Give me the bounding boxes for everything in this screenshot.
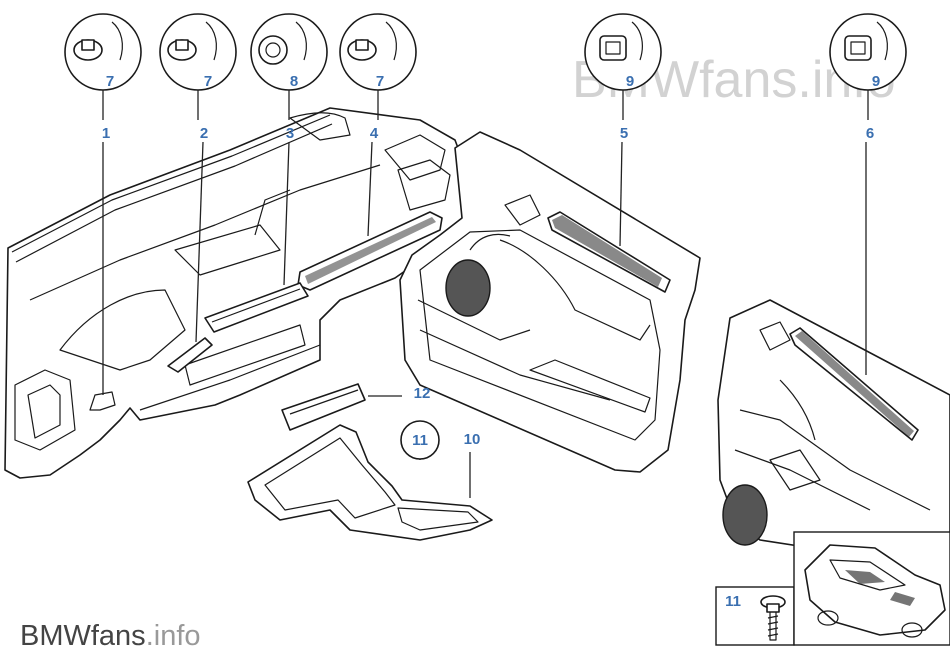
detail-circle-7a	[64, 13, 142, 91]
detail-circle-9a	[584, 13, 662, 91]
callout-6: 6	[866, 125, 874, 142]
leader-lines	[102, 90, 869, 498]
callout-10: 10	[464, 431, 481, 448]
callout-7c: 7	[376, 73, 384, 90]
callout-8: 8	[290, 73, 298, 90]
callout-9b: 9	[872, 73, 880, 90]
dashboard	[4, 107, 471, 479]
callout-9a: 9	[626, 73, 634, 90]
svg-text:11: 11	[412, 432, 428, 449]
inset-screw-box: 11	[715, 586, 795, 646]
watermark-bottom: BMWfans.info	[20, 620, 201, 652]
callout-2: 2	[200, 125, 208, 142]
detail-circle-7c	[339, 13, 417, 91]
trim-panel-12	[281, 383, 366, 431]
svg-text:BMWfans.info: BMWfans.info	[20, 620, 201, 652]
callout-12: 12	[414, 385, 431, 402]
callout-3: 3	[286, 125, 294, 142]
callout-7a: 7	[106, 73, 114, 90]
callout-1: 1	[102, 125, 110, 142]
front-door-panel	[399, 131, 701, 473]
rear-door-panel	[717, 299, 950, 561]
console-trim-10	[247, 424, 493, 541]
callout-labels: 7 7 8 7 9 9 1 2 3 4 5 6 12 10	[102, 73, 880, 448]
detail-circle-8	[250, 13, 328, 91]
inset-car-box	[793, 531, 950, 646]
callout-11-inset: 11	[725, 593, 741, 610]
trim-strip-2	[167, 337, 213, 373]
trim-strip-3	[204, 282, 309, 333]
detail-circle-9b	[829, 13, 907, 91]
callout-4: 4	[370, 125, 379, 142]
callout-7b: 7	[204, 73, 212, 90]
callout-11-circle: 11	[400, 420, 440, 460]
callout-5: 5	[620, 125, 628, 142]
detail-circle-7b	[159, 13, 237, 91]
